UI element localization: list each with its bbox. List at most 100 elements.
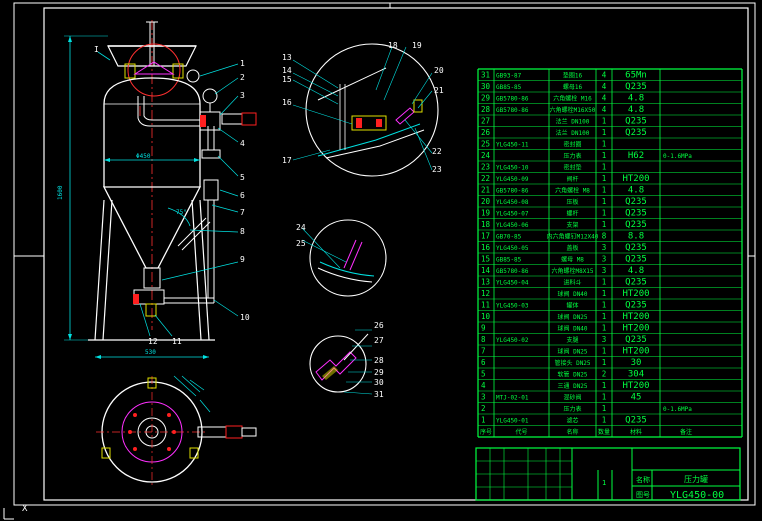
balloon-16: 16 — [282, 98, 292, 107]
outer-frame — [13, 2, 756, 506]
bom-material: 45 — [631, 393, 642, 403]
bom-no: 7 — [481, 347, 486, 356]
bom-code: YLG450-02 — [496, 337, 529, 344]
bom-code: YLG450-09 — [496, 176, 529, 183]
balloon-19: 19 — [412, 41, 422, 50]
bom-name: 混砂阀 — [563, 394, 581, 402]
bom-name: 罐体 — [566, 302, 578, 310]
balloon-25: 25 — [296, 239, 306, 248]
bom-code: GB5780-86 — [496, 268, 529, 275]
balloon-main-8: 8 — [240, 227, 245, 236]
bom-name: 压板 — [566, 198, 578, 206]
inner-frame — [43, 7, 749, 501]
bom-name: 进料斗 — [563, 279, 581, 287]
bom-qty: 8 — [602, 232, 607, 241]
bom-code: YLG450-01 — [496, 418, 529, 425]
bom-material: HT200 — [622, 174, 649, 184]
detail-a-balloons: 13 14 15 16 17 18 19 20 21 22 23 — [282, 41, 444, 174]
bom-no: 24 — [481, 151, 491, 160]
bom-name: 螺母16 — [563, 83, 583, 91]
bom-header-material: 材料 — [630, 428, 642, 436]
bom-material: Q235 — [625, 128, 647, 138]
bom-material: 4.8 — [628, 266, 644, 276]
bom-code: GB5780-86 — [496, 96, 529, 103]
balloon-31: 31 — [374, 390, 384, 399]
bom-qty: 1 — [602, 117, 607, 126]
bom-no: 10 — [481, 312, 491, 321]
bom-no: 4 — [481, 381, 486, 390]
bom-no: 22 — [481, 174, 490, 183]
bom-name: 六角螺栓M16X50 — [550, 106, 596, 114]
bom-code: YLG450-08 — [496, 199, 529, 206]
bom-qty: 1 — [602, 209, 607, 218]
title-block: 名称 压力罐 图号 YLG450-00 1 — [475, 447, 741, 501]
bom-no: 3 — [481, 393, 486, 402]
bom-name: 支架 — [566, 221, 578, 229]
bom-header-name: 名称 — [566, 428, 578, 436]
bom-qty: 1 — [602, 174, 607, 183]
bom-qty: 4 — [602, 82, 607, 91]
bom-material: 4.8 — [628, 186, 644, 196]
balloon-main-7: 7 — [240, 208, 245, 217]
bom-name: 法兰 DN100 — [556, 118, 590, 126]
dim-base-width: 530 — [145, 349, 156, 356]
bom-name: 盖板 — [566, 244, 578, 252]
bom-no: 19 — [481, 209, 490, 218]
bom-no: 5 — [481, 370, 486, 379]
bom-name: 垫圈16 — [563, 72, 583, 80]
bom-qty: 1 — [602, 301, 607, 310]
bom-material: Q235 — [625, 335, 647, 345]
bom-name: 螺母 M8 — [561, 256, 584, 264]
bom-header-no: 序号 — [480, 428, 492, 436]
bom-material: 304 — [628, 370, 644, 380]
bom-no: 31 — [481, 71, 490, 80]
bom-material: 4.8 — [628, 105, 644, 115]
bom-material: 30 — [631, 358, 642, 368]
bom-name: 六角螺栓 M8 — [555, 187, 590, 195]
balloon-23: 23 — [432, 165, 442, 174]
bom-no: 21 — [481, 186, 490, 195]
bom-name: 球阀 DN40 — [557, 290, 587, 298]
bom-code: YLG450-06 — [496, 222, 529, 229]
bom-no: 12 — [481, 289, 490, 298]
balloon-main-11: 11 — [172, 337, 182, 346]
bom-code: YLG450-04 — [496, 280, 529, 287]
balloon-26: 26 — [374, 321, 384, 330]
bom-material: H62 — [628, 151, 644, 161]
bom-qty: 1 — [602, 416, 607, 425]
balloon-i-top: I — [94, 45, 99, 54]
bom-qty: 1 — [602, 393, 607, 402]
bom-code: YLG450-05 — [496, 245, 529, 252]
balloon-main-2: 2 — [240, 73, 245, 82]
main-balloons: 1 2 3 4 5 6 7 8 9 10 11 12 — [139, 59, 250, 346]
ucs-icon: X — [3, 504, 28, 520]
bom-material: Q235 — [625, 255, 647, 265]
bom-material: Q235 — [625, 243, 647, 253]
bom-no: 9 — [481, 324, 486, 333]
detail-c-view — [309, 329, 373, 395]
bom-material: Q235 — [625, 301, 647, 311]
bom-qty: 3 — [602, 243, 607, 252]
bom-no: 6 — [481, 358, 486, 367]
bom-qty: 1 — [602, 324, 607, 333]
bom-no: 13 — [481, 278, 490, 287]
bom-no: 27 — [481, 117, 490, 126]
bom-qty: 1 — [602, 163, 607, 172]
bom-qty: 1 — [602, 358, 607, 367]
bom-header-code: 代号 — [515, 428, 527, 436]
balloon-14: 14 — [282, 66, 292, 75]
bom-no: 1 — [481, 416, 486, 425]
bom-qty: 1 — [602, 186, 607, 195]
bom-qty: 1 — [602, 151, 607, 160]
bom-no: 16 — [481, 243, 491, 252]
title-name-label: 名称 — [636, 475, 650, 484]
bom-qty: 1 — [602, 381, 607, 390]
bom-header-qty: 数量 — [598, 428, 610, 436]
dim-cone-angle: 75° — [176, 209, 187, 216]
bom-material: 65Mn — [625, 71, 647, 81]
bom-name: 六角螺栓M8X15 — [551, 267, 593, 275]
bom-material: 4.8 — [628, 94, 644, 104]
balloon-24: 24 — [296, 223, 306, 232]
bom-material: Q235 — [625, 416, 647, 426]
